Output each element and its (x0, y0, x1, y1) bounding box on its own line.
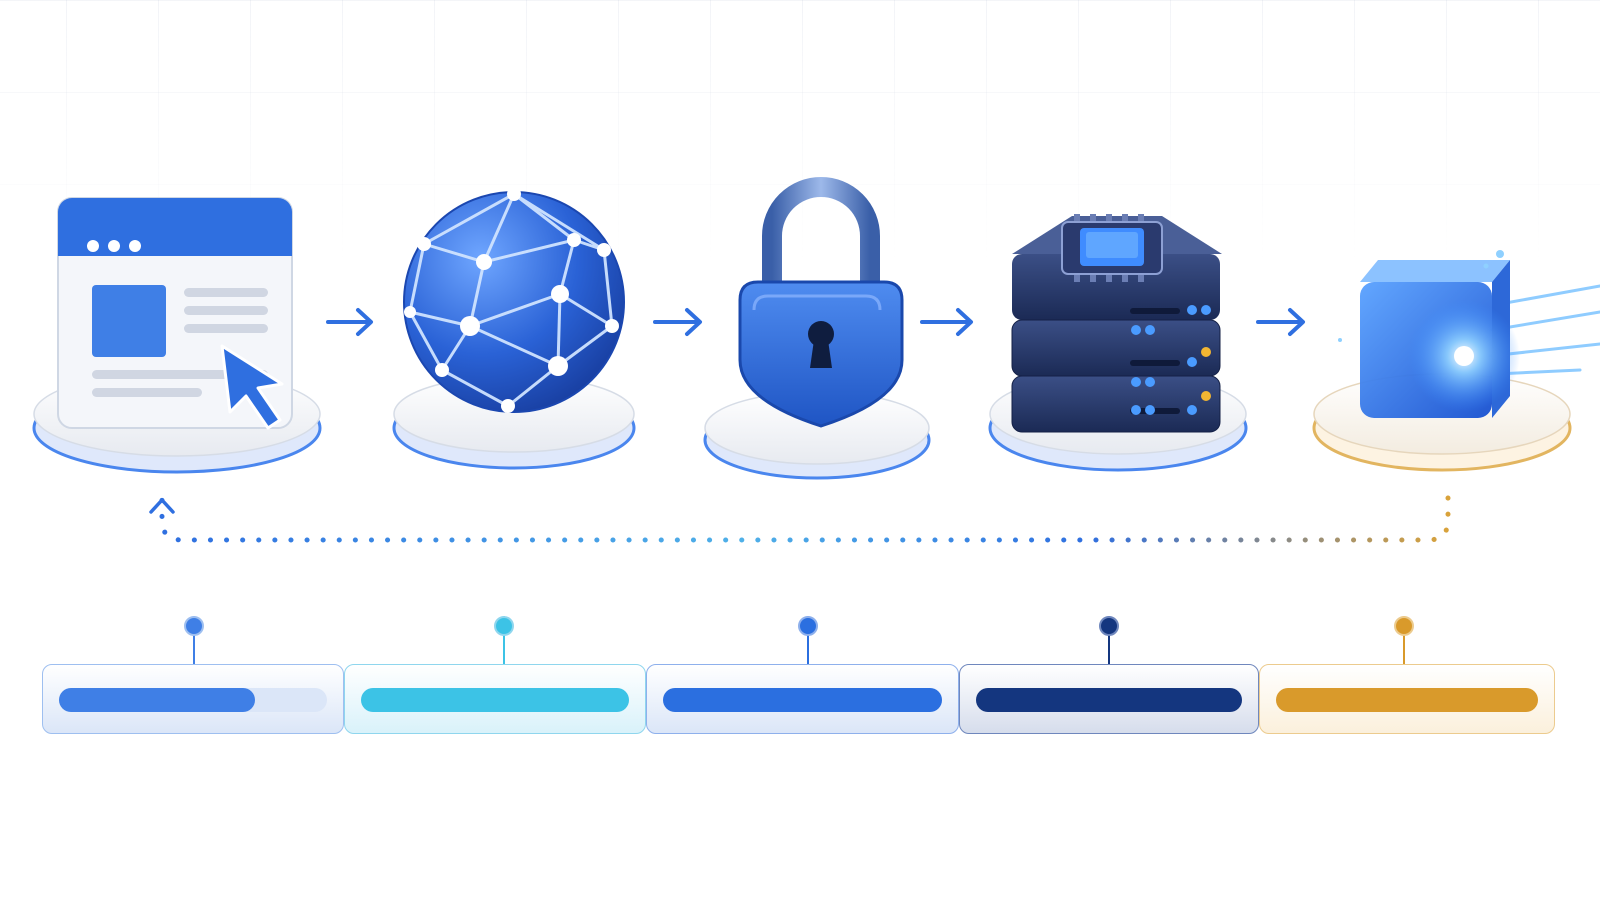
stage-bar-3 (663, 688, 942, 712)
stage-pin-dot (494, 616, 514, 636)
stage-bar-fill-4 (976, 688, 1242, 712)
node-browser (32, 197, 322, 474)
stage-pin-dot (1394, 616, 1414, 636)
stage-bar-2 (361, 688, 629, 712)
return-arrowhead-icon (149, 498, 175, 514)
stage-bar-1 (59, 688, 327, 712)
stage-box-3 (646, 664, 959, 734)
stage-bar-fill-1 (59, 688, 255, 712)
arrow-right-icon (920, 308, 973, 336)
return-path (149, 495, 1451, 543)
stage-bar-4 (976, 688, 1242, 712)
stage-bar-fill-3 (663, 688, 942, 712)
browser-window-cursor-icon (57, 197, 293, 430)
stage-pin-line (1403, 616, 1405, 664)
node-server (988, 214, 1248, 472)
pedestal-security (703, 391, 931, 480)
stage-pin-dot (798, 616, 818, 636)
stage-box-2 (344, 664, 646, 734)
node-security (703, 177, 931, 480)
arrow-right-icon (653, 308, 702, 336)
padlock-shield-icon (738, 177, 904, 428)
stage-pin-line (1108, 616, 1110, 664)
stage-pin-dot (184, 616, 204, 636)
stage-bar-fill-2 (361, 688, 629, 712)
stage-bar-5 (1276, 688, 1538, 712)
node-network (392, 187, 636, 470)
stage-bar-fill-5 (1276, 688, 1538, 712)
arrow-right-icon (1256, 308, 1305, 336)
stage-pin-line (503, 616, 505, 664)
arrow-right-icon (326, 308, 373, 336)
stage-box-4 (959, 664, 1259, 734)
stage-pin-line (807, 616, 809, 664)
stage-box-1 (42, 664, 344, 734)
stage-pin-dot (1099, 616, 1119, 636)
server-status-lights (1130, 305, 1211, 415)
node-result (1312, 250, 1600, 472)
glowing-cube-icon (1338, 250, 1600, 418)
globe-network-icon (403, 187, 625, 413)
stage-box-5 (1259, 664, 1555, 734)
stage-pin-line (193, 616, 195, 664)
server-stack-chip-icon (1011, 214, 1222, 433)
